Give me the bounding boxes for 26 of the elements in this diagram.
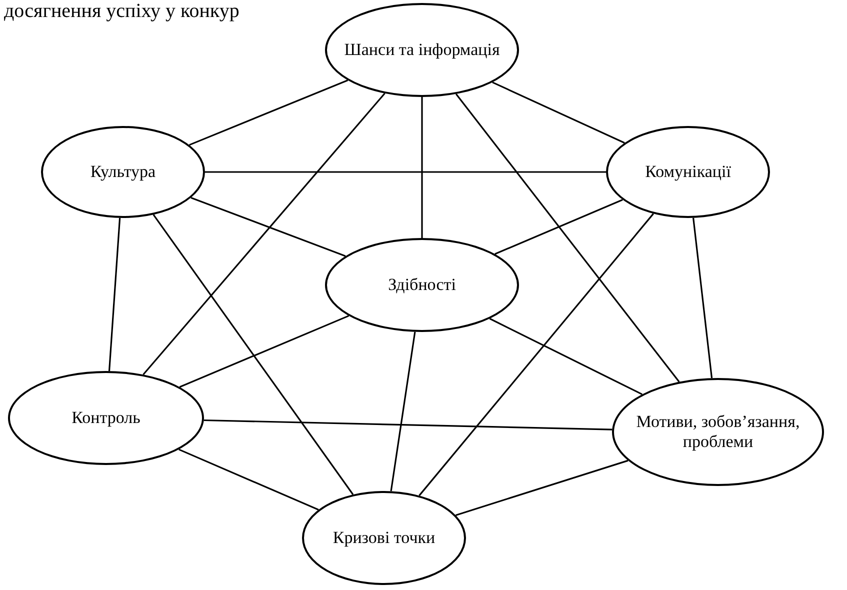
node-label: Культура [90, 162, 156, 182]
connector-line [189, 80, 348, 146]
connector-line [418, 213, 654, 496]
node-label: Мотиви, зобов’язання, проблеми [635, 412, 801, 452]
connector-line [178, 448, 319, 510]
connector-line [108, 218, 121, 372]
connector-line [489, 318, 642, 396]
heading-text: досягнення успіху у конкур [4, 0, 240, 23]
connector-line [494, 199, 623, 255]
connector-line [421, 97, 423, 238]
node-label: Контроль [72, 408, 140, 428]
connector-line [205, 171, 606, 173]
node-label: Кризові точки [332, 528, 436, 548]
connector-line [152, 214, 354, 495]
node-label: Шанси та інформація [344, 40, 500, 60]
connector-line [179, 315, 350, 388]
connector-line [190, 196, 346, 257]
connector-line [456, 460, 628, 516]
node-label: Комунікації [645, 162, 731, 182]
connector-line [692, 218, 713, 378]
connector-line [142, 92, 386, 376]
connector-line [204, 419, 612, 430]
connector-line [455, 94, 680, 382]
connector-line [390, 332, 416, 492]
connector-line [492, 82, 625, 144]
node-label: Здібності [388, 274, 456, 296]
